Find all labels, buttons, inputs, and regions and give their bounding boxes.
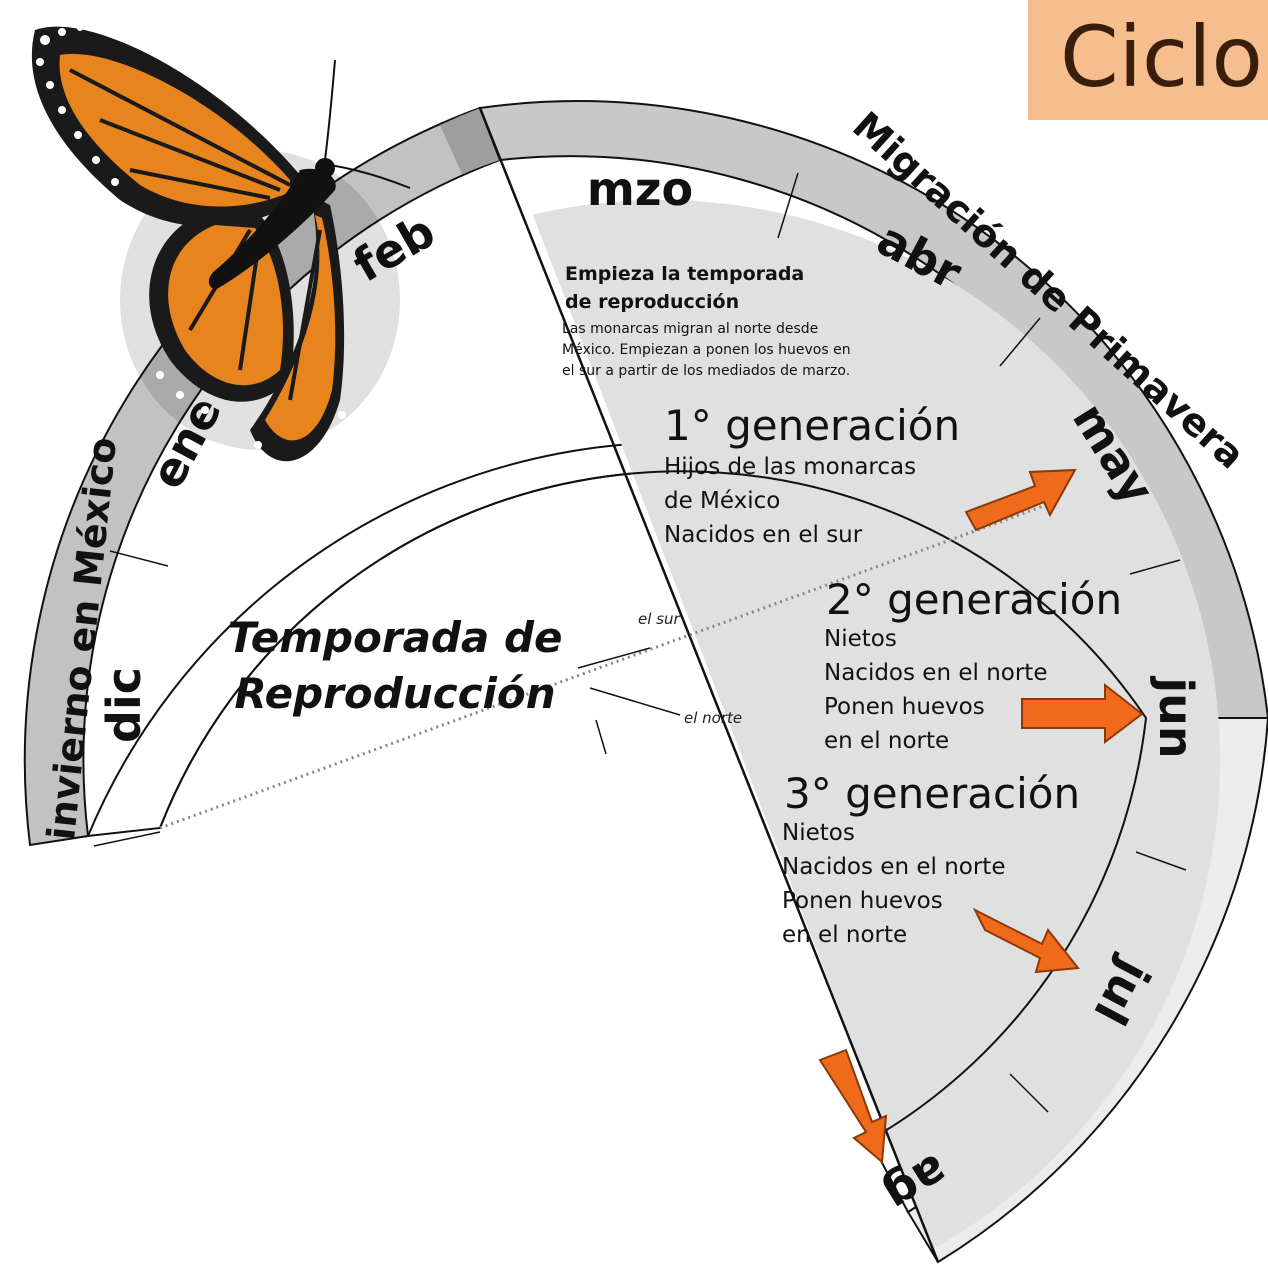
intro-title-line1: Empieza la temporada — [565, 263, 804, 285]
center-label-line2: Reproducción — [234, 669, 555, 718]
gen3-line: en el norte — [782, 922, 907, 948]
gen1-line: de México — [664, 488, 780, 514]
intro-title-line2: de reproducción — [565, 291, 739, 313]
pointer-label-south: el sur — [638, 610, 680, 628]
gen2-line: Ponen huevos — [824, 694, 985, 720]
month-label-mzo: mzo — [587, 162, 693, 216]
intro-body-line1: Las monarcas migran al norte desde — [562, 321, 818, 337]
gen2-line: en el norte — [824, 728, 949, 754]
monarch-butterfly-image — [31, 25, 411, 474]
arrow-jun — [1021, 682, 1144, 745]
center-pointer — [577, 647, 681, 755]
gen3-line: Nacidos en el norte — [782, 854, 1005, 880]
gen2-line: Nacidos en el norte — [824, 660, 1047, 686]
intro-body-line3: el sur a partir de los mediados de marzo… — [562, 363, 850, 379]
title-box: Ciclo — [1028, 0, 1268, 120]
month-label-jun: jun — [1149, 675, 1203, 758]
pointer-dotted-line — [159, 498, 1061, 830]
gen1-line: Nacidos en el sur — [664, 522, 863, 548]
intro-body-line2: México. Empiezan a ponen los huevos en — [562, 342, 851, 358]
center-label-line1: Temporada de — [227, 613, 562, 662]
pointer-label-north: el norte — [684, 709, 742, 727]
gen3-line: Ponen huevos — [782, 888, 943, 914]
gen3-title: 3° generación — [784, 769, 1080, 818]
migration-arrows — [818, 468, 1144, 1165]
month-label-dic: dic — [97, 667, 151, 743]
arrow-jul — [972, 907, 1080, 974]
arrow-may — [964, 468, 1077, 532]
arrow-ag — [818, 1048, 888, 1165]
page-title: Ciclo — [1060, 8, 1263, 106]
gen1-title: 1° generación — [664, 401, 960, 450]
wedge-boundary — [478, 107, 940, 1263]
gen2-title: 2° generación — [826, 575, 1122, 624]
outer-ring-dark-patch — [440, 108, 500, 174]
gen1-line: Hijos de las monarcas — [664, 454, 916, 480]
gen2-line: Nietos — [824, 626, 897, 652]
gen3-line: Nietos — [782, 820, 855, 846]
